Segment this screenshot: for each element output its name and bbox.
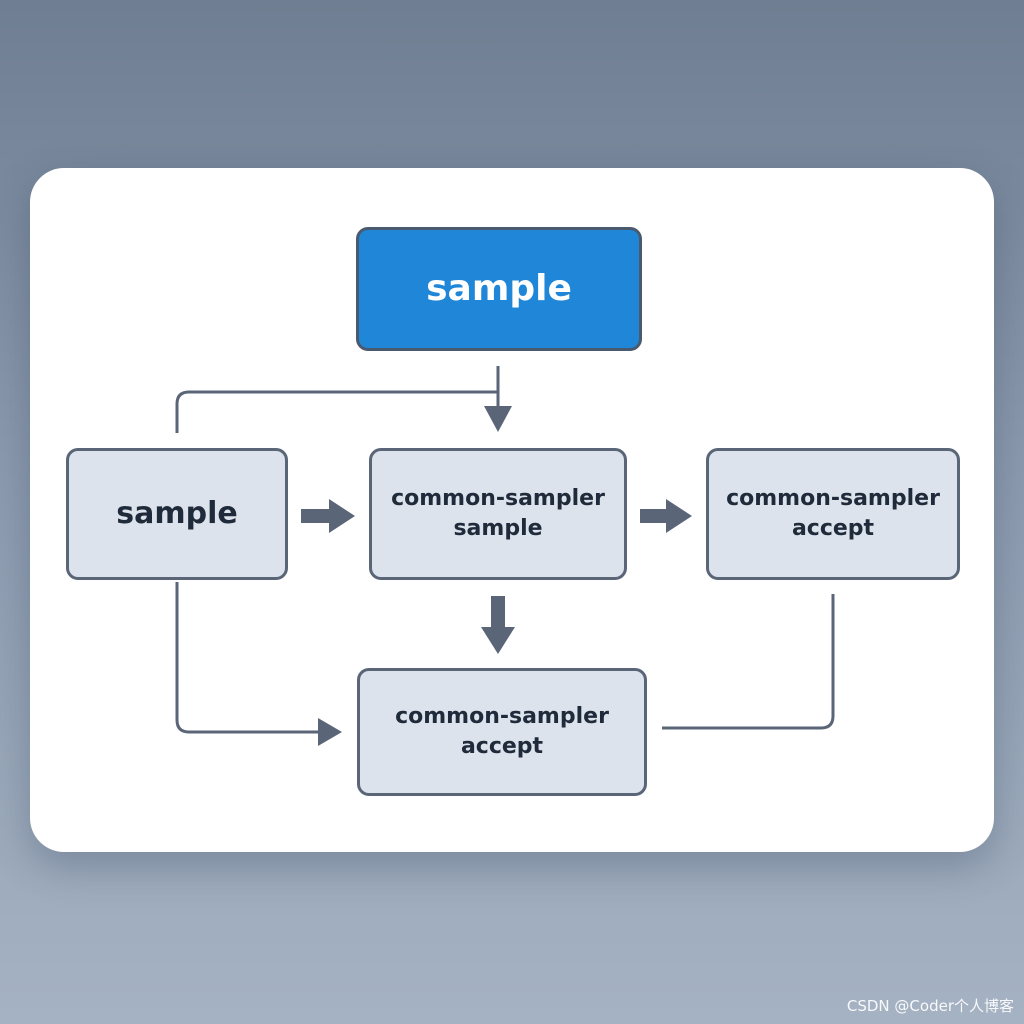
node-sample-left-label: sample	[116, 495, 238, 531]
watermark: CSDN @Coder个人博客	[846, 997, 1014, 1015]
connector-right-to-bottom	[662, 594, 835, 730]
node-common-sampler-sample: common-sampler sample	[369, 448, 627, 580]
node-common-sampler-sample-label: common-sampler sample	[391, 486, 605, 541]
arrowhead-top-to-middle	[484, 406, 512, 432]
node-common-sampler-accept-bottom-label: common-sampler accept	[395, 704, 609, 759]
arrowhead-left-to-middle	[329, 499, 355, 533]
connector-middle-to-right	[640, 509, 668, 523]
node-sample-left: sample	[66, 448, 288, 580]
node-common-sampler-accept-right: common-sampler accept	[706, 448, 960, 580]
connector-left-to-middle	[301, 509, 331, 523]
connector-left-loop	[175, 390, 498, 433]
arrowhead-left-to-bottom	[318, 718, 342, 746]
node-sample-top: sample	[356, 227, 642, 351]
node-common-sampler-accept-bottom: common-sampler accept	[357, 668, 647, 796]
node-sample-top-label: sample	[426, 267, 572, 309]
node-common-sampler-accept-right-label: common-sampler accept	[726, 486, 940, 541]
connector-middle-to-bottom	[491, 596, 505, 630]
arrowhead-middle-to-right	[666, 499, 692, 533]
connector-left-to-bottom	[175, 582, 322, 734]
arrowhead-middle-to-bottom	[481, 627, 515, 654]
